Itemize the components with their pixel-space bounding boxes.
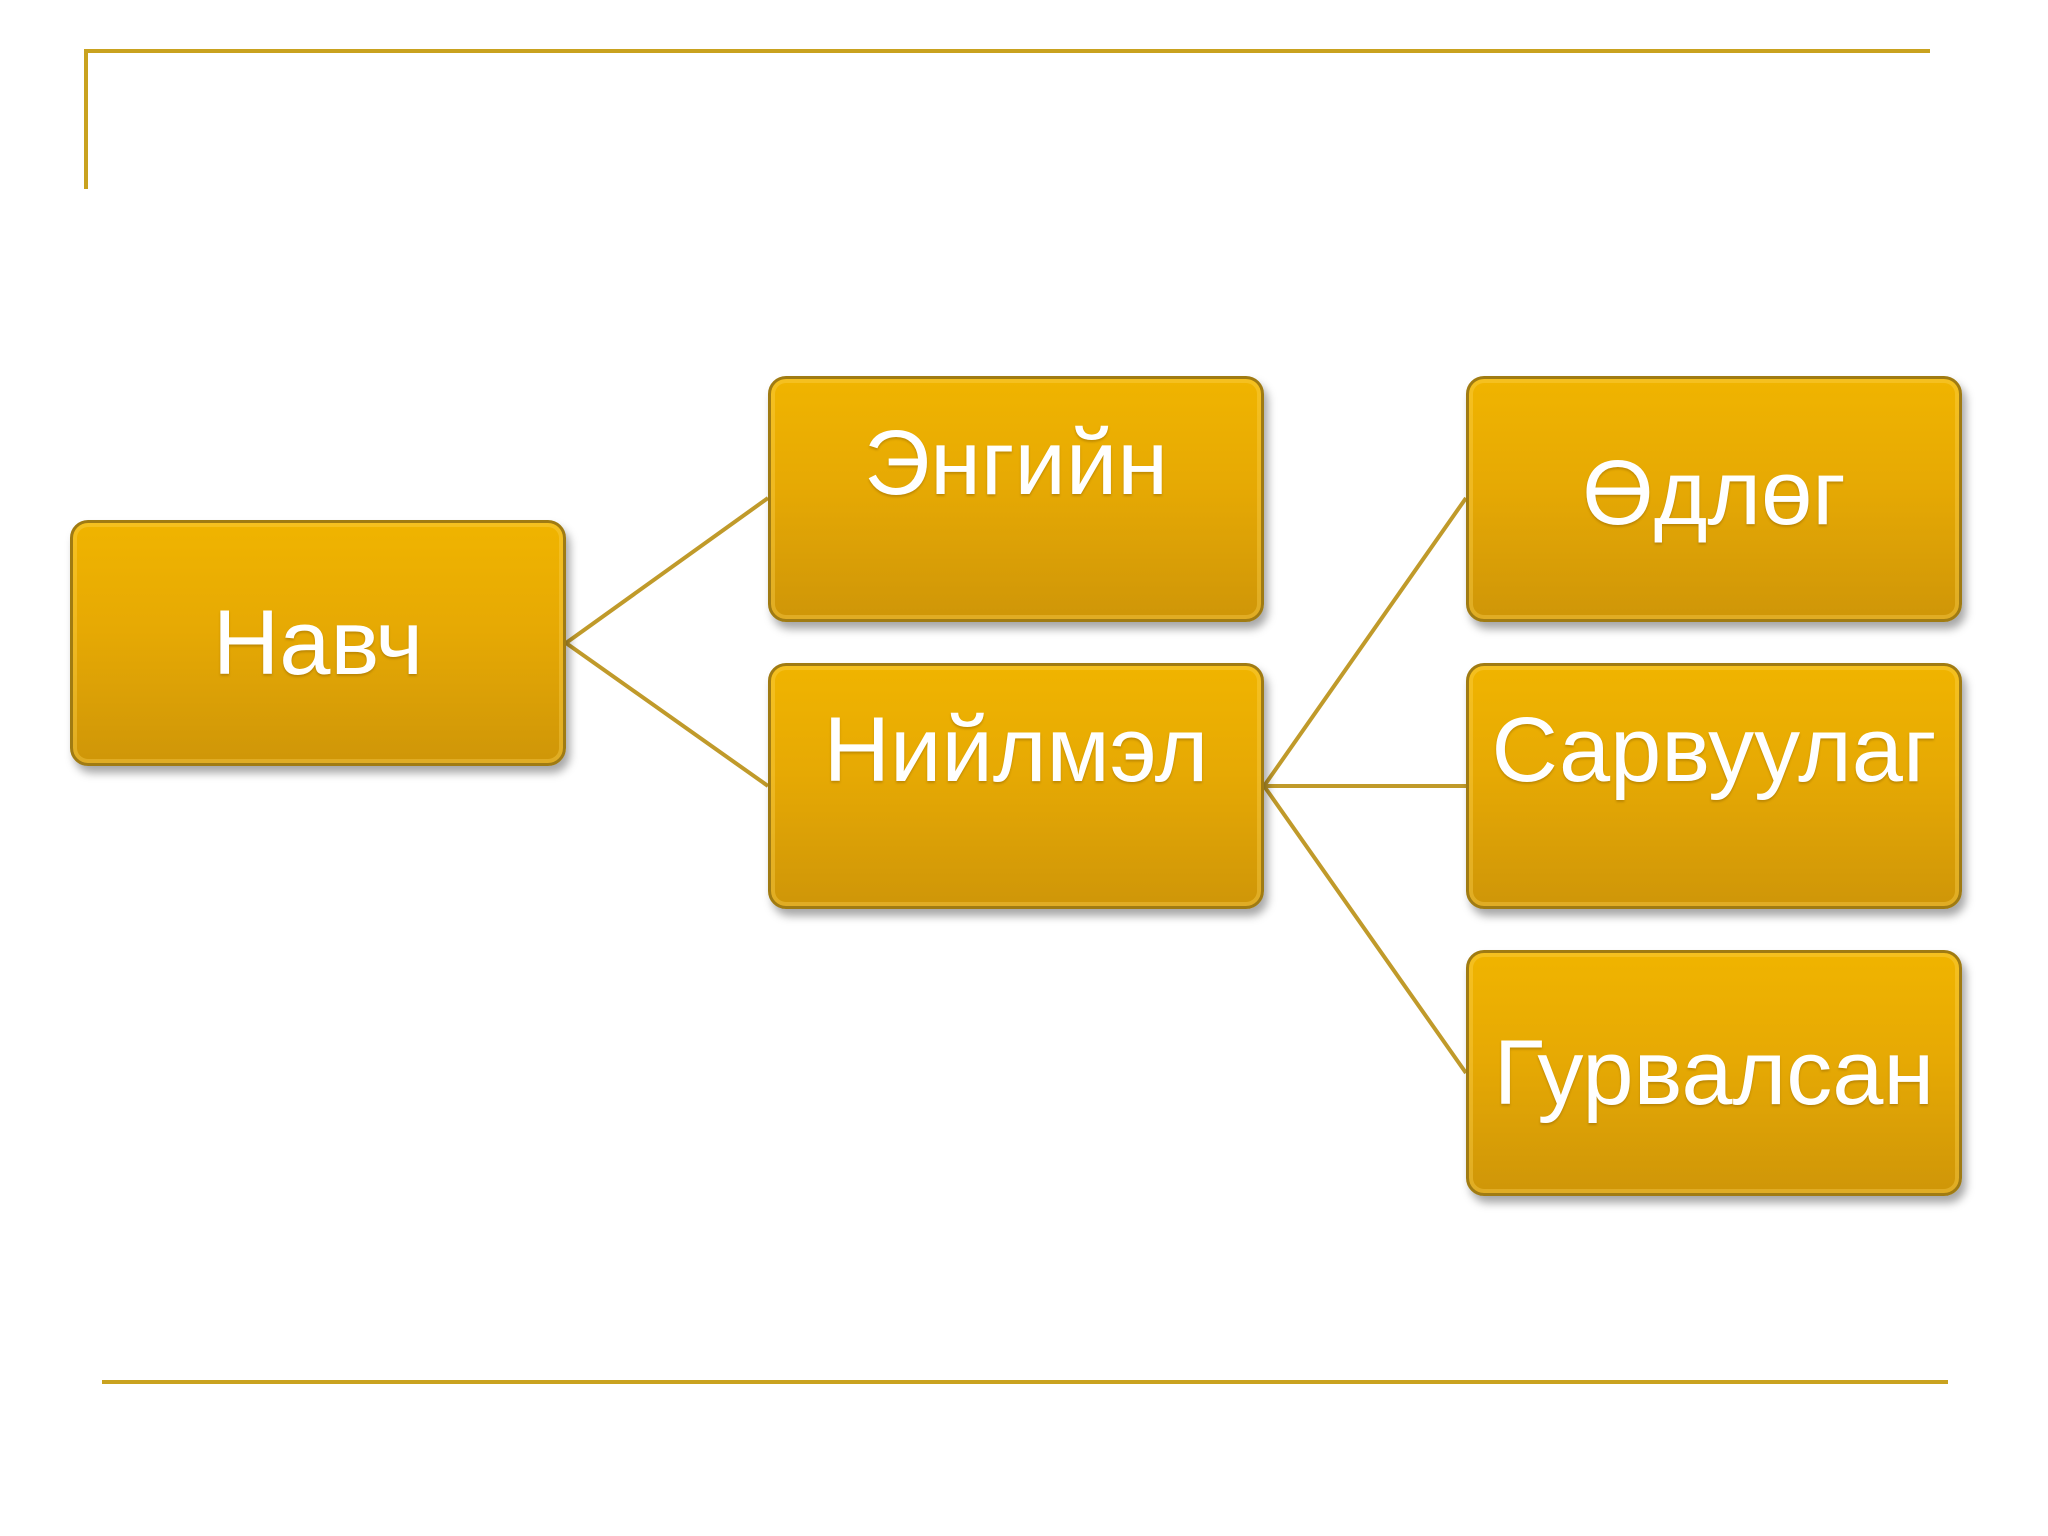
connector-compound-palmate (1262, 496, 1468, 788)
node-pinnate-label: Сарвуулаг (1491, 699, 1937, 801)
node-leaf: Навч (70, 520, 566, 766)
connector-root-compound (564, 641, 770, 788)
node-compound: Нийлмэл (768, 663, 1264, 909)
connector-compound-trifoliate (1262, 784, 1468, 1075)
node-palmate-label: Өдлөг (1582, 442, 1846, 544)
node-trifoliate: Гурвалсан (1466, 950, 1962, 1196)
connector-root-simple (564, 496, 770, 645)
node-palmate: Өдлөг (1466, 376, 1962, 622)
node-simple: Энгийн (768, 376, 1264, 622)
node-leaf-label: Навч (212, 592, 424, 694)
frame-top-line (84, 49, 1930, 53)
frame-left-line (84, 49, 88, 189)
node-compound-label: Нийлмэл (823, 699, 1209, 801)
frame-bottom-line (102, 1380, 1948, 1384)
node-simple-label: Энгийн (863, 412, 1169, 514)
node-pinnate: Сарвуулаг (1466, 663, 1962, 909)
node-trifoliate-label: Гурвалсан (1493, 1022, 1935, 1124)
